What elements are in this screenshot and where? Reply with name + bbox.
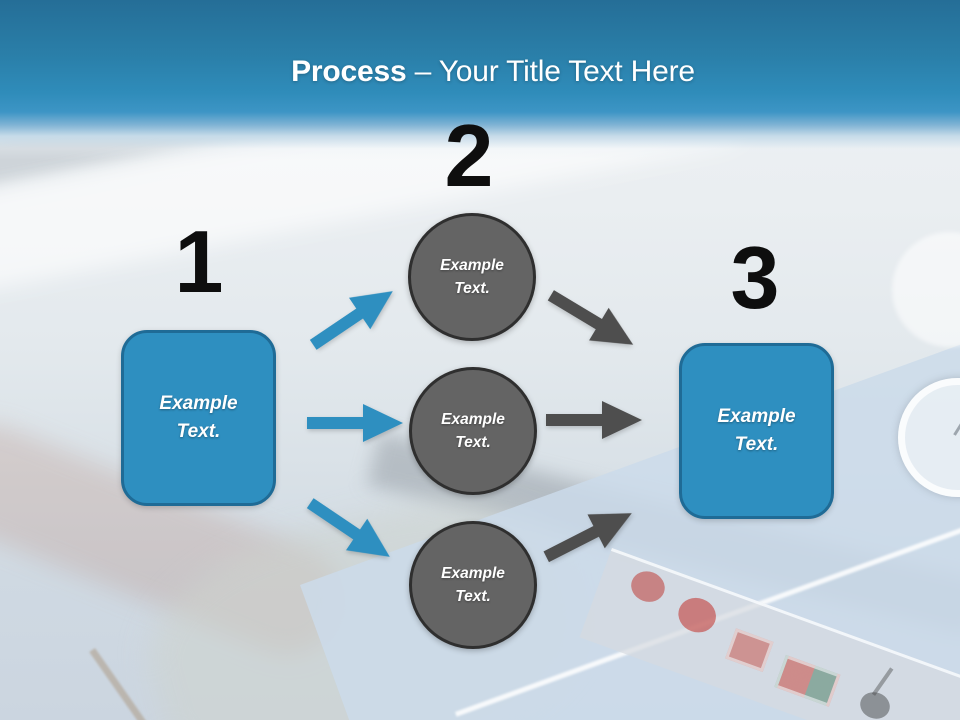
- process-start-box: Example Text.: [121, 330, 276, 506]
- process-circle-top-label: Example Text.: [440, 256, 504, 297]
- gauge-needle-icon: [953, 400, 960, 436]
- red-button-icon: [626, 566, 670, 607]
- process-circle-top: Example Text.: [408, 213, 536, 341]
- process-circle-bottom-label: Example Text.: [441, 564, 505, 605]
- step-number-1: 1: [174, 212, 224, 311]
- red-square-button-icon: [725, 628, 774, 673]
- control-panel: [579, 548, 960, 720]
- process-circle-bottom: Example Text.: [409, 521, 537, 649]
- arrow-middle-circle-to-step3: [546, 398, 642, 442]
- handle-rod: [89, 648, 153, 720]
- arrow-bottom-circle-to-step3: [536, 494, 642, 577]
- step-number-3: 3: [730, 228, 780, 327]
- arrow-step1-to-bottom-circle: [298, 485, 402, 575]
- arrow-top-circle-to-step3: [540, 276, 645, 363]
- process-end-box-label: Example Text.: [717, 406, 796, 455]
- arrow-step1-to-middle-circle: [307, 401, 403, 445]
- toggle-lever-icon: [871, 667, 894, 696]
- slide-title: Process – Your Title Text Here: [0, 55, 960, 89]
- step-number-2: 2: [444, 106, 494, 205]
- process-end-box: Example Text.: [679, 343, 834, 519]
- process-circle-middle-label: Example Text.: [441, 410, 505, 451]
- machine-dial-blur: [892, 232, 960, 347]
- arrow-step1-to-top-circle: [301, 273, 405, 363]
- title-bar: [0, 0, 960, 160]
- process-start-box-label: Example Text.: [159, 393, 238, 442]
- toggle-knob-icon: [856, 688, 894, 720]
- slide-title-keyword: Process: [291, 55, 407, 88]
- red-button-icon: [673, 592, 721, 638]
- red-green-square-button-icon: [774, 654, 841, 707]
- slide-title-subtitle: – Your Title Text Here: [414, 55, 695, 88]
- pressure-gauge-icon: [898, 378, 960, 497]
- process-circle-middle: Example Text.: [409, 367, 537, 495]
